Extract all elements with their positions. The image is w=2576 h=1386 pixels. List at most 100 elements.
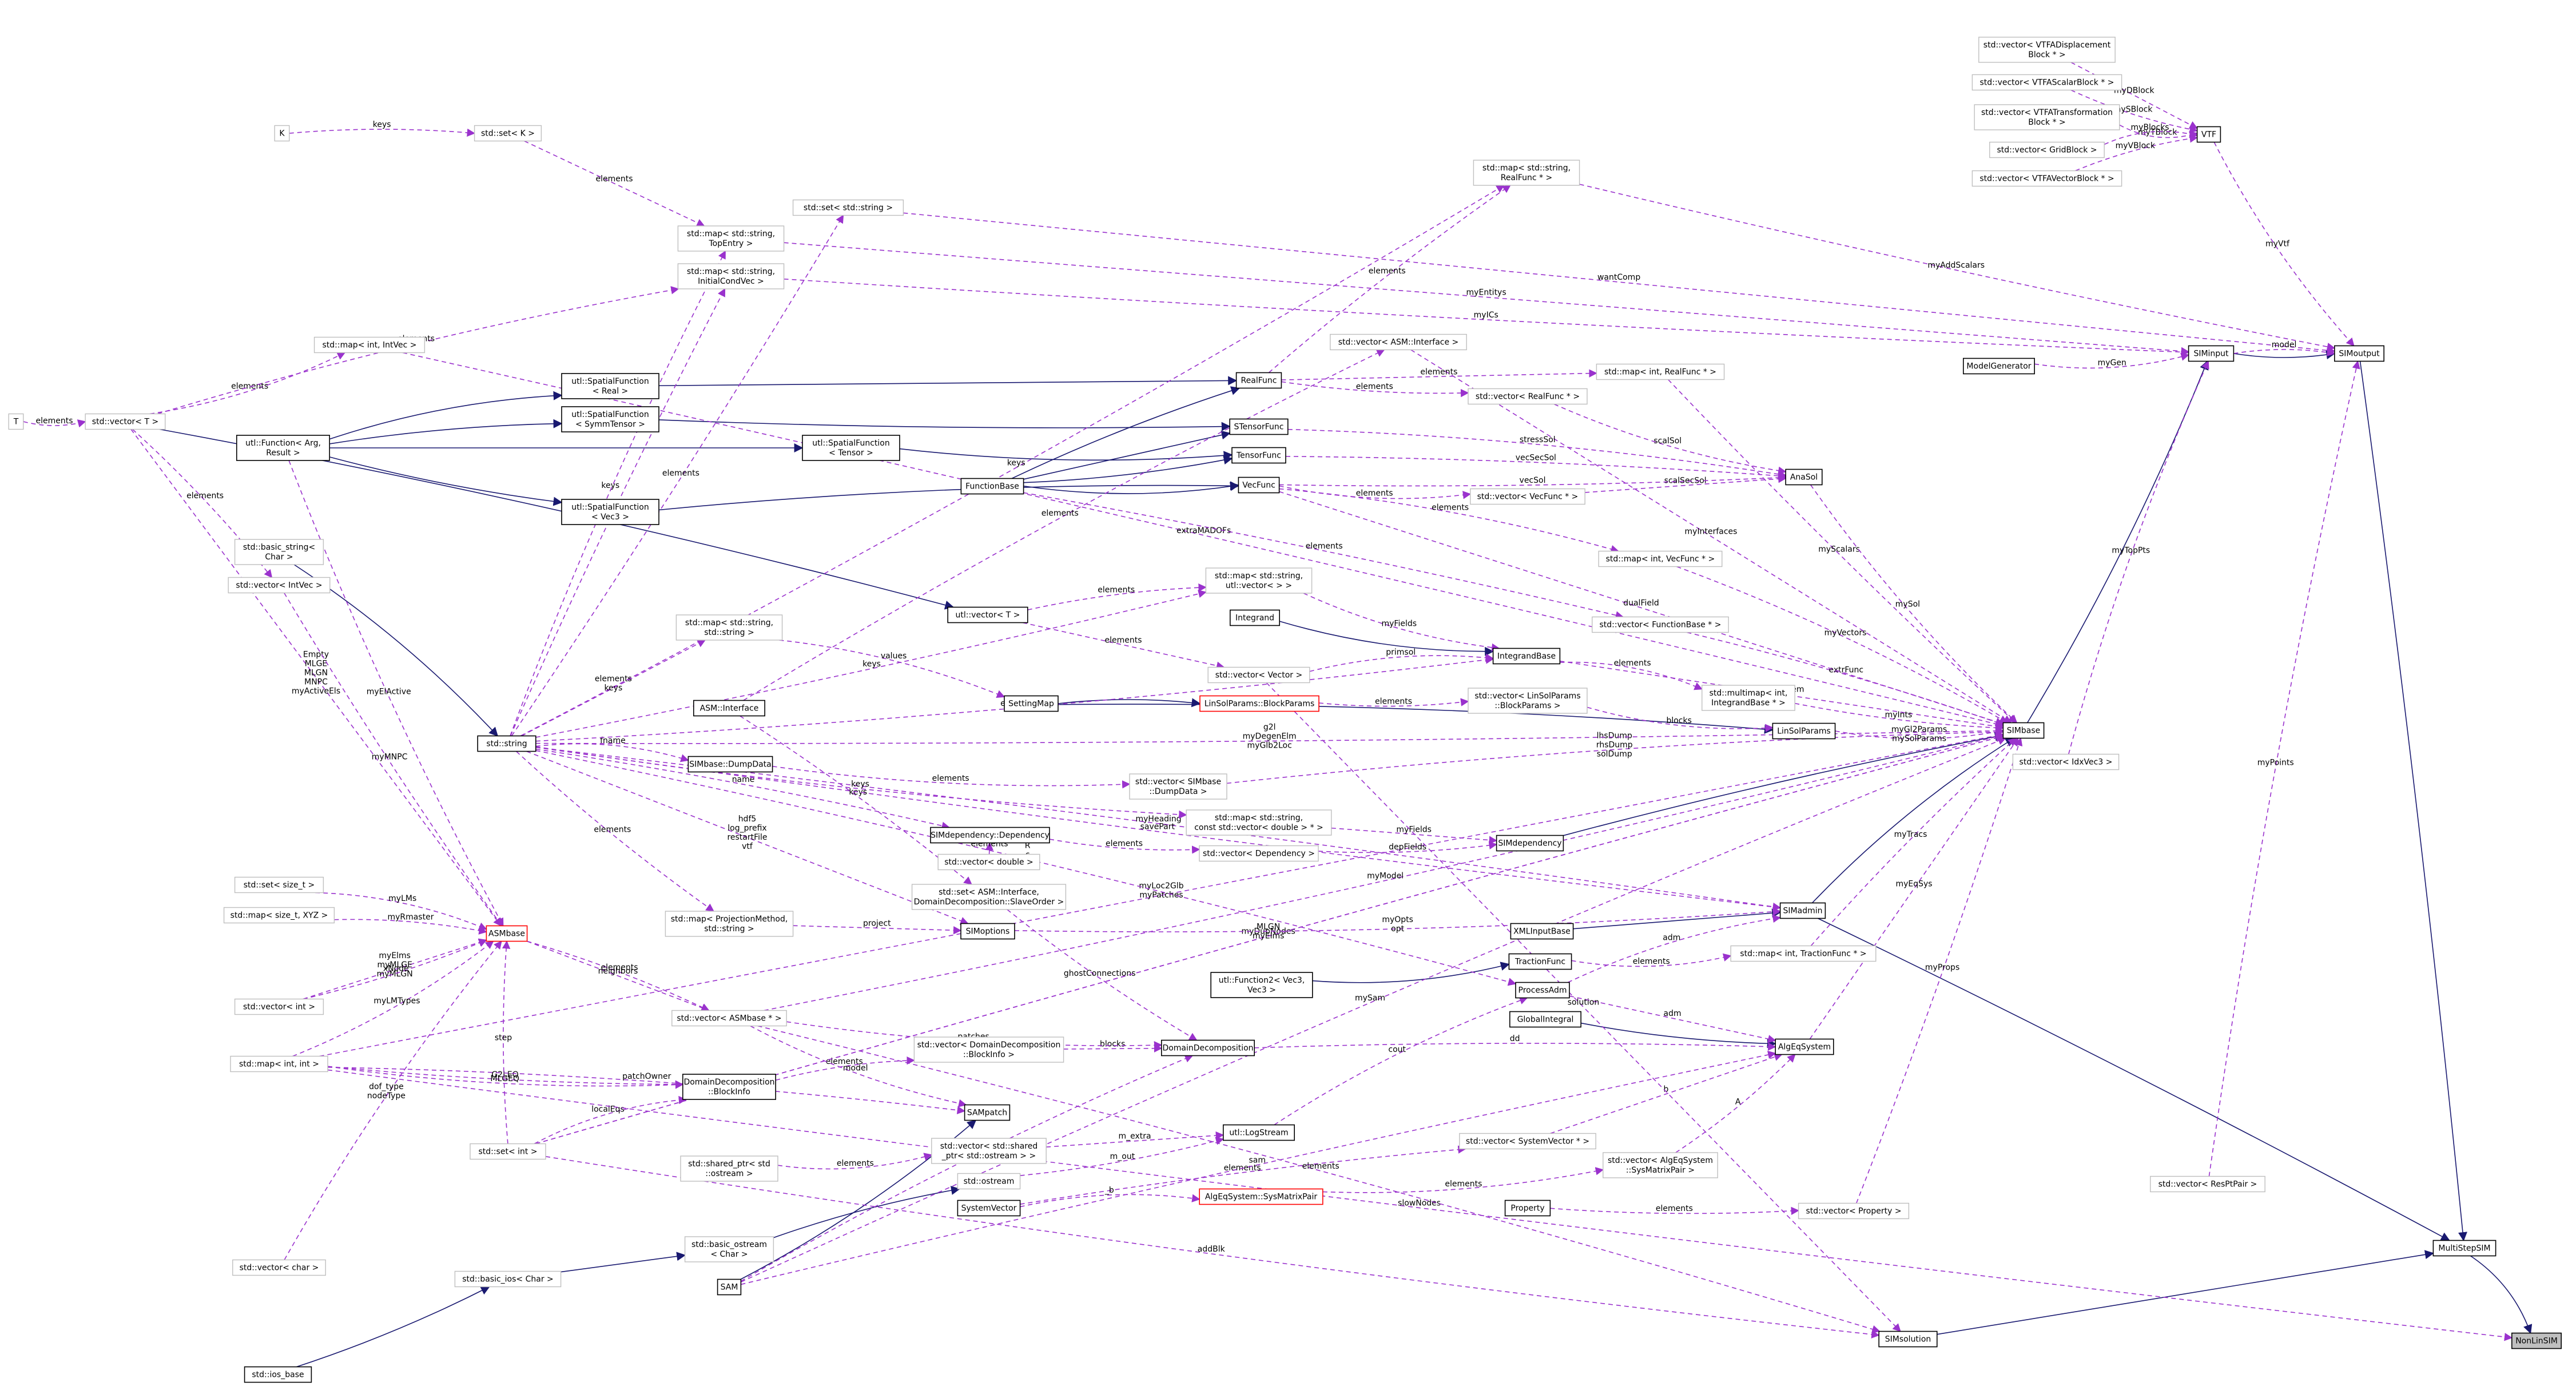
class-node-domaindecomposition[interactable]: DomainDecomposition <box>1161 1039 1255 1057</box>
class-node-stdstring[interactable]: std::string <box>477 735 536 752</box>
class-node-vtf[interactable]: VTF <box>2196 126 2221 143</box>
class-node-mapintvecfunc[interactable]: std::map< int, VecFunc * > <box>1598 550 1723 567</box>
class-node-simbasedumpdata[interactable]: SIMbase::DumpData <box>687 756 773 773</box>
class-node-mapintrealfunc[interactable]: std::map< int, RealFunc * > <box>1596 363 1725 380</box>
class-node-vecsimbasedump[interactable]: std::vector< SIMbase::DumpData > <box>1129 773 1227 800</box>
class-node-vecasminterface[interactable]: std::vector< ASM::Interface > <box>1330 333 1467 351</box>
class-node-setsizet[interactable]: std::set< size_t > <box>234 876 324 893</box>
class-node-mapsizetxyz[interactable]: std::map< size_t, XYZ > <box>223 907 335 924</box>
class-node-simdependency[interactable]: SIMdependency <box>1496 835 1564 852</box>
class-node-simadmin[interactable]: SIMadmin <box>1779 902 1826 919</box>
class-node-vecfunc[interactable]: VecFunc <box>1238 476 1280 494</box>
class-node-t[interactable]: T <box>8 413 24 430</box>
class-node-sfvec3[interactable]: utl::SpatialFunction< Vec3 > <box>561 499 659 525</box>
class-node-vecdependency[interactable]: std::vector< Dependency > <box>1199 845 1319 862</box>
class-node-setstring[interactable]: std::set< std::string > <box>792 199 904 216</box>
class-node-utlfunction2[interactable]: utl::Function2< Vec3,Vec3 > <box>1210 972 1313 998</box>
class-node-vecdouble[interactable]: std::vector< double > <box>937 853 1040 871</box>
class-node-processadm[interactable]: ProcessAdm <box>1515 982 1570 999</box>
class-node-simoutput[interactable]: SIMoutput <box>2334 345 2385 362</box>
class-node-xmlinputbase[interactable]: XMLInputBase <box>1510 923 1574 940</box>
class-node-tractionfunc[interactable]: TractionFunc <box>1508 953 1572 970</box>
class-node-simbase[interactable]: SIMbase <box>2002 722 2045 739</box>
class-node-asminterface[interactable]: ASM::Interface <box>693 700 766 717</box>
class-node-property[interactable]: Property <box>1504 1200 1551 1217</box>
class-node-utlfunction[interactable]: utl::Function< Arg,Result > <box>236 435 330 461</box>
class-node-vecgrid[interactable]: std::vector< GridBlock > <box>1989 141 2105 158</box>
class-node-asmbase[interactable]: ASMbase <box>486 925 528 942</box>
class-node-vecproperty[interactable]: std::vector< Property > <box>1798 1202 1910 1220</box>
class-node-vecsystemvector[interactable]: std::vector< SystemVector * > <box>1459 1133 1596 1150</box>
class-node-mapstrrealfunc[interactable]: std::map< std::string,RealFunc * > <box>1473 160 1580 186</box>
class-node-iosbase[interactable]: std::ios_base <box>244 1366 312 1383</box>
class-node-realfunc[interactable]: RealFunc <box>1235 372 1282 389</box>
class-node-veclinsolblock[interactable]: std::vector< LinSolParams::BlockParams > <box>1468 688 1588 714</box>
class-node-linsolblockparams[interactable]: LinSolParams::BlockParams <box>1199 695 1319 712</box>
class-node-mapstrstr[interactable]: std::map< std::string,std::string > <box>675 614 783 641</box>
class-node-vecvecfunc[interactable]: std::vector< VecFunc * > <box>1470 488 1585 505</box>
class-node-vecrealfunc[interactable]: std::vector< RealFunc * > <box>1468 388 1588 405</box>
class-node-simdepdependency[interactable]: SIMdependency::Dependency <box>930 827 1050 844</box>
class-node-multimapintintegrand[interactable]: std::multimap< int,IntegrandBase * > <box>1702 685 1795 711</box>
class-node-functionbase[interactable]: FunctionBase <box>960 478 1024 495</box>
class-node-simoptions[interactable]: SIMoptions <box>960 923 1015 940</box>
class-node-tensorfunc[interactable]: TensorFunc <box>1231 447 1286 464</box>
class-node-vecresptpair[interactable]: std::vector< ResPtPair > <box>2150 1175 2265 1193</box>
class-node-sharedostream[interactable]: std::shared_ptr< std::ostream > <box>680 1155 778 1182</box>
class-node-mapintint[interactable]: std::map< int, int > <box>230 1055 328 1073</box>
class-node-mapintintvec[interactable]: std::map< int, IntVec > <box>313 336 426 354</box>
class-node-vecint[interactable]: std::vector< int > <box>234 998 324 1015</box>
class-node-modelgenerator[interactable]: ModelGenerator <box>1963 358 2036 375</box>
class-node-vecintvec[interactable]: std::vector< IntVec > <box>228 577 331 594</box>
class-node-globalintegral[interactable]: GlobalIntegral <box>1509 1011 1582 1028</box>
class-node-mapstrinitialcondvec[interactable]: std::map< std::string,InitialCondVec > <box>677 263 785 289</box>
class-node-vecvtfvector[interactable]: std::vector< VTFAVectorBlock * > <box>1971 170 2122 187</box>
class-node-vect[interactable]: std::vector< T > <box>85 413 166 430</box>
class-node-nonlinsim[interactable]: NonLinSIM <box>2511 1332 2562 1349</box>
class-node-setk[interactable]: std::set< K > <box>474 125 542 142</box>
class-node-vecvector[interactable]: std::vector< Vector > <box>1207 666 1310 684</box>
class-node-linsolparams[interactable]: LinSolParams <box>1772 722 1836 740</box>
class-node-vecvtfscalar[interactable]: std::vector< VTFAScalarBlock * > <box>1971 74 2122 91</box>
class-node-sfsymm[interactable]: utl::SpatialFunction< SymmTensor > <box>561 406 659 432</box>
class-node-basicstring[interactable]: std::basic_string<Char > <box>234 539 324 565</box>
class-node-utlvect[interactable]: utl::vector< T > <box>947 606 1028 623</box>
class-node-settingmap[interactable]: SettingMap <box>1004 695 1059 712</box>
class-node-mapstrutlvec[interactable]: std::map< std::string,utl::vector< > > <box>1205 567 1313 594</box>
class-node-setasmslave[interactable]: std::set< ASM::Interface,DomainDecomposi… <box>911 884 1067 910</box>
class-node-k[interactable]: K <box>274 125 290 142</box>
class-node-sfreal[interactable]: utl::SpatialFunction< Real > <box>561 373 659 399</box>
class-node-vecsharedostream[interactable]: std::vector< std::shared_ptr< std::ostre… <box>931 1138 1047 1164</box>
class-node-mapinttraction[interactable]: std::map< int, TractionFunc * > <box>1730 945 1877 962</box>
class-node-setint[interactable]: std::set< int > <box>470 1143 546 1160</box>
class-node-sftensor[interactable]: utl::SpatialFunction< Tensor > <box>802 435 900 461</box>
class-node-vecchar[interactable]: std::vector< char > <box>232 1259 326 1276</box>
class-node-ddblockinfo[interactable]: DomainDecomposition::BlockInfo <box>682 1074 777 1100</box>
class-node-anasol[interactable]: AnaSol <box>1785 468 1823 486</box>
class-node-vecidxvec3[interactable]: std::vector< IdxVec3 > <box>2012 753 2120 771</box>
class-node-mapstrtopentry[interactable]: std::map< std::string,TopEntry > <box>677 225 785 252</box>
class-node-basicios[interactable]: std::basic_ios< Char > <box>454 1270 562 1288</box>
class-node-integrandbase[interactable]: IntegrandBase <box>1492 648 1561 665</box>
class-node-ostream[interactable]: std::ostream <box>957 1173 1021 1190</box>
class-node-multistepsim[interactable]: MultiStepSIM <box>2432 1240 2497 1257</box>
class-node-sam[interactable]: SAM <box>717 1278 742 1296</box>
class-node-mapstrconstvecdouble[interactable]: std::map< std::string,const std::vector<… <box>1186 809 1332 836</box>
class-node-vecasmbase[interactable]: std::vector< ASMbase * > <box>671 1010 787 1027</box>
class-node-vecddblockinfo[interactable]: std::vector< DomainDecomposition::BlockI… <box>913 1036 1064 1063</box>
class-node-vecsysmatrixpair[interactable]: std::vector< AlgEqSystem::SysMatrixPair … <box>1603 1152 1718 1178</box>
class-node-stensorfunc[interactable]: STensorFunc <box>1229 418 1289 435</box>
class-node-integrand[interactable]: Integrand <box>1230 609 1281 626</box>
class-node-vecfunctionbase[interactable]: std::vector< FunctionBase * > <box>1592 616 1729 633</box>
class-node-mapprojection[interactable]: std::map< ProjectionMethod,std::string > <box>665 911 794 937</box>
class-node-sampatch[interactable]: SAMpatch <box>964 1104 1011 1121</box>
class-node-simsolution[interactable]: SIMsolution <box>1878 1331 1938 1348</box>
class-node-basicostream[interactable]: std::basic_ostream< Char > <box>684 1236 774 1262</box>
class-node-sysmatrixpair[interactable]: AlgEqSystem::SysMatrixPair <box>1199 1188 1323 1205</box>
class-node-siminput[interactable]: SIMinput <box>2188 345 2235 362</box>
class-node-algeqsystem[interactable]: AlgEqSystem <box>1775 1038 1834 1055</box>
class-node-utllogstream[interactable]: utl::LogStream <box>1223 1124 1295 1141</box>
class-node-systemvector[interactable]: SystemVector <box>957 1200 1021 1217</box>
